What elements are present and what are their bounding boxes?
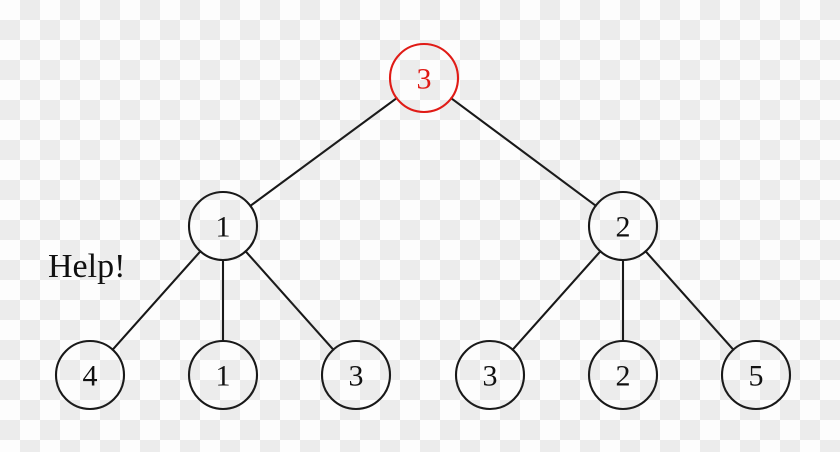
node-circle-l3: [320, 339, 392, 411]
annotation-help: Help!: [48, 248, 125, 285]
node-circle-l6: [720, 339, 792, 411]
node-label-l3: 3: [349, 360, 364, 393]
node-label-l1: 4: [83, 360, 98, 393]
tree-edge-n1-l3: [244, 250, 335, 351]
node-circle-l4: [454, 339, 526, 411]
node-label-l5: 2: [616, 360, 631, 393]
tree-node-root[interactable]: 3: [388, 42, 460, 114]
node-circle-l2: [187, 339, 259, 411]
node-label-l4: 3: [483, 360, 498, 393]
tree-edge-root-n2: [450, 97, 597, 207]
tree-node-l1[interactable]: 4: [54, 339, 126, 411]
tree-node-l3[interactable]: 3: [320, 339, 392, 411]
node-label-n1: 1: [216, 211, 231, 244]
tree-node-l2[interactable]: 1: [187, 339, 259, 411]
tree-edge-n1-l1: [111, 250, 202, 351]
tree-edge-n2-l6: [644, 250, 735, 351]
tree-node-n1[interactable]: 1: [187, 190, 259, 262]
node-circle-l5: [587, 339, 659, 411]
tree-node-l4[interactable]: 3: [454, 339, 526, 411]
node-circle-n1: [187, 190, 259, 262]
tree-node-n2[interactable]: 2: [587, 190, 659, 262]
node-circle-l1: [54, 339, 126, 411]
node-label-root: 3: [417, 63, 432, 96]
node-circle-n2: [587, 190, 659, 262]
node-label-n2: 2: [616, 211, 631, 244]
edges-layer: [111, 97, 735, 351]
nodes-layer: 3 1 2 4 1 3 3 2 5: [54, 42, 792, 411]
tree-node-l6[interactable]: 5: [720, 339, 792, 411]
node-circle-root: [388, 42, 460, 114]
node-label-l6: 5: [749, 360, 764, 393]
tree-edge-n2-l4: [511, 250, 602, 351]
node-label-l2: 1: [216, 360, 231, 393]
annotations-layer: Help!: [48, 248, 125, 285]
tree-edge-root-n1: [249, 97, 398, 207]
tree-node-l5[interactable]: 2: [587, 339, 659, 411]
